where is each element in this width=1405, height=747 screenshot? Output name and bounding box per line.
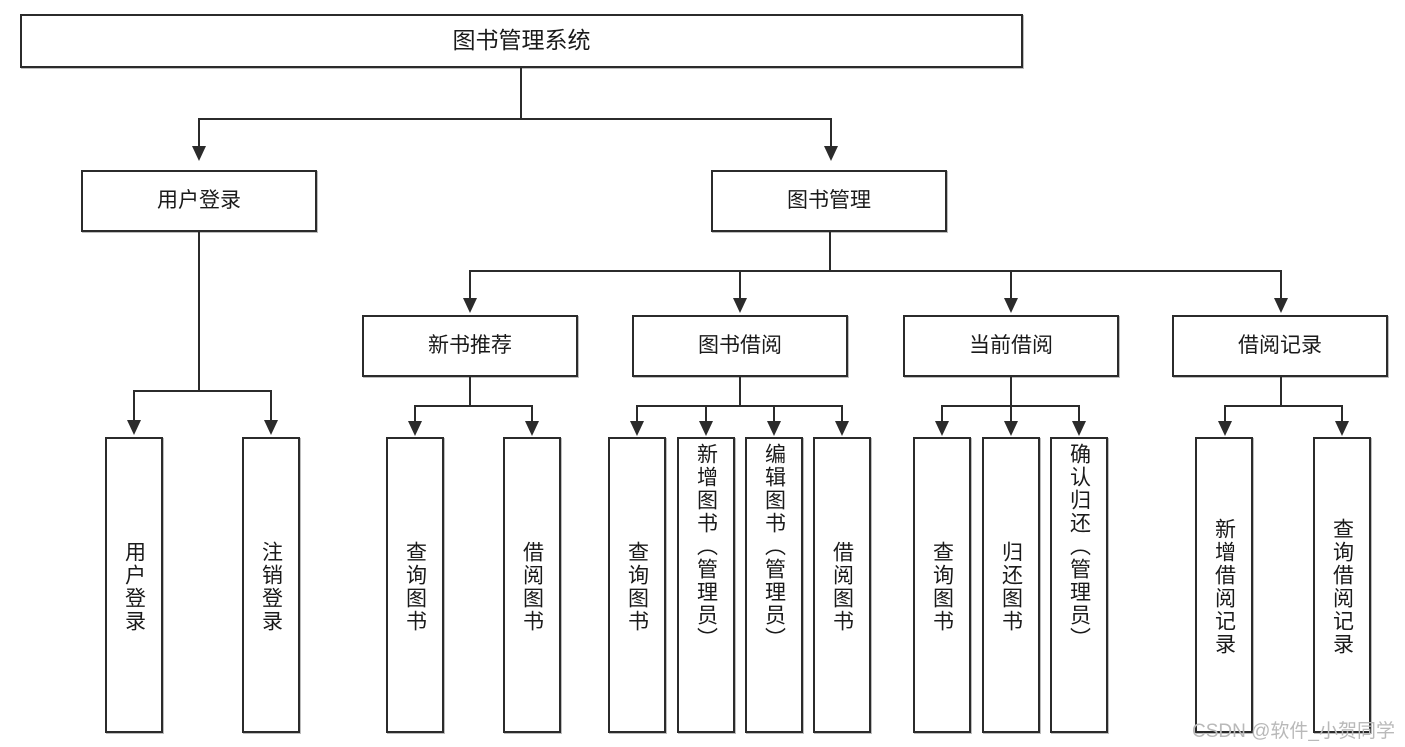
arrowhead-book-mgmt-borrow-record: [1274, 298, 1288, 313]
connector-root-stem: [520, 68, 522, 118]
connector-book-borrow-to-leaf-4: [841, 405, 843, 423]
connector-user-login-bus: [133, 390, 272, 392]
connector-borrow-record-bus: [1224, 405, 1342, 407]
arrowhead-borrow-record-leaf-2: [1335, 421, 1349, 436]
node-label: 编辑图书（管理员）: [762, 443, 786, 650]
connector-book-borrow-to-leaf-3: [773, 405, 775, 423]
leaf-book-query[interactable]: 查询图书: [608, 437, 666, 733]
connector-new-book-to-leaf-1: [414, 405, 416, 423]
arrowhead-current-borrow-leaf-3: [1072, 421, 1086, 436]
node-label: 用户登录: [157, 188, 241, 212]
node-label: 注销登录: [259, 541, 283, 633]
connector-current-borrow-to-leaf-3: [1078, 405, 1080, 423]
connector-book-borrow-stem: [739, 377, 741, 405]
arrowhead-root-to-book-mgmt: [824, 146, 838, 161]
leaf-record-query[interactable]: 查询借阅记录: [1313, 437, 1371, 733]
node-label: 新增图书（管理员）: [694, 443, 718, 650]
node-label: 归还图书: [999, 541, 1023, 633]
leaf-book-borrow-action[interactable]: 借阅图书: [813, 437, 871, 733]
arrowhead-book-mgmt-current-borrow: [1004, 298, 1018, 313]
leaf-record-add[interactable]: 新增借阅记录: [1195, 437, 1253, 733]
connector-book-borrow-bus: [636, 405, 843, 407]
connector-root-to-user-login: [198, 118, 200, 146]
node-label: 查询图书: [930, 541, 954, 633]
leaf-current-query[interactable]: 查询图书: [913, 437, 971, 733]
node-label: 确认归还（管理员）: [1067, 443, 1091, 650]
node-label: 借阅记录: [1238, 333, 1322, 357]
connector-user-login-to-leaf-2: [270, 390, 272, 420]
arrowhead-new-book-leaf-1: [408, 421, 422, 436]
node-label: 查询图书: [625, 541, 649, 633]
arrowhead-book-mgmt-book-borrow: [733, 298, 747, 313]
arrowhead-book-borrow-leaf-4: [835, 421, 849, 436]
node-label: 图书管理系统: [452, 27, 591, 54]
node-label: 借阅图书: [830, 541, 854, 633]
node-label: 借阅图书: [520, 541, 544, 633]
connector-borrow-record-to-leaf-1: [1224, 405, 1226, 423]
connector-book-mgmt-to-current-borrow: [1010, 270, 1012, 298]
arrowhead-user-login-leaf-2: [264, 420, 278, 435]
connector-book-borrow-to-leaf-2: [705, 405, 707, 423]
arrowhead-new-book-leaf-2: [525, 421, 539, 436]
arrowhead-current-borrow-leaf-1: [935, 421, 949, 436]
node-label: 新书推荐: [428, 333, 512, 357]
connector-new-book-stem: [469, 377, 471, 405]
arrowhead-current-borrow-leaf-2: [1004, 421, 1018, 436]
connector-book-borrow-to-leaf-1: [636, 405, 638, 423]
node-label: 新增借阅记录: [1212, 518, 1236, 656]
node-label: 查询图书: [403, 541, 427, 633]
leaf-book-add-admin[interactable]: 新增图书（管理员）: [677, 437, 735, 733]
connector-root-bus: [198, 118, 832, 120]
node-label: 当前借阅: [969, 333, 1053, 357]
leaf-current-confirm-return-admin[interactable]: 确认归还（管理员）: [1050, 437, 1108, 733]
connector-current-borrow-to-leaf-1: [941, 405, 943, 423]
connector-book-mgmt-bus: [469, 270, 1281, 272]
arrowhead-book-borrow-leaf-2: [699, 421, 713, 436]
node-label: 图书管理: [787, 188, 871, 212]
leaf-current-return[interactable]: 归还图书: [982, 437, 1040, 733]
node-book-borrow[interactable]: 图书借阅: [632, 315, 848, 377]
leaf-user-login[interactable]: 用户登录: [105, 437, 163, 733]
connector-current-borrow-to-leaf-2: [1010, 405, 1012, 423]
connector-book-mgmt-to-new-book: [469, 270, 471, 298]
node-new-book-recommend[interactable]: 新书推荐: [362, 315, 578, 377]
leaf-new-book-query[interactable]: 查询图书: [386, 437, 444, 733]
leaf-book-edit-admin[interactable]: 编辑图书（管理员）: [745, 437, 803, 733]
connector-new-book-to-leaf-2: [531, 405, 533, 423]
node-label: 图书借阅: [698, 333, 782, 357]
leaf-new-book-borrow[interactable]: 借阅图书: [503, 437, 561, 733]
connector-borrow-record-to-leaf-2: [1341, 405, 1343, 423]
leaf-logout[interactable]: 注销登录: [242, 437, 300, 733]
arrowhead-root-to-user-login: [192, 146, 206, 161]
connector-new-book-bus: [414, 405, 532, 407]
connector-book-mgmt-to-borrow-record: [1280, 270, 1282, 298]
connector-borrow-record-stem: [1280, 377, 1282, 405]
arrowhead-book-borrow-leaf-3: [767, 421, 781, 436]
connector-book-mgmt-stem: [829, 232, 831, 270]
connector-current-borrow-stem: [1010, 377, 1012, 405]
connector-user-login-to-leaf-1: [133, 390, 135, 420]
node-borrow-record[interactable]: 借阅记录: [1172, 315, 1388, 377]
arrowhead-borrow-record-leaf-1: [1218, 421, 1232, 436]
arrowhead-book-borrow-leaf-1: [630, 421, 644, 436]
node-current-borrow[interactable]: 当前借阅: [903, 315, 1119, 377]
node-root-system[interactable]: 图书管理系统: [20, 14, 1023, 68]
node-book-management[interactable]: 图书管理: [711, 170, 947, 232]
connector-root-to-book-mgmt: [830, 118, 832, 146]
node-user-login[interactable]: 用户登录: [81, 170, 317, 232]
connector-book-mgmt-to-book-borrow: [739, 270, 741, 298]
node-label: 用户登录: [122, 541, 146, 633]
connector-user-login-stem: [198, 232, 200, 390]
node-label: 查询借阅记录: [1330, 518, 1354, 656]
arrowhead-book-mgmt-new-book: [463, 298, 477, 313]
arrowhead-user-login-leaf-1: [127, 420, 141, 435]
